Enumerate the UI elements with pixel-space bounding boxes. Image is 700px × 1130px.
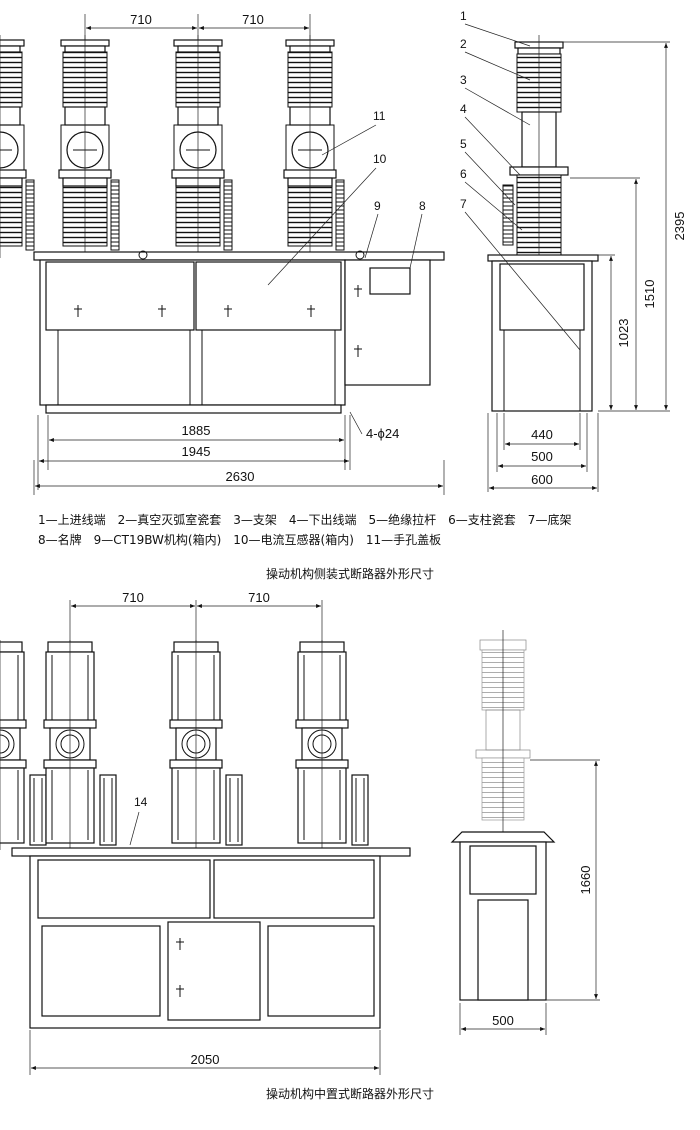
- dim-500-b: 500: [492, 1013, 514, 1028]
- caption-bottom: 操动机构中置式断路器外形尺寸: [266, 1086, 434, 1101]
- dim-2395: 2395: [672, 212, 687, 241]
- dim-440: 440: [531, 427, 553, 442]
- dim-1885: 1885: [182, 423, 211, 438]
- callout-1: 1: [460, 9, 467, 23]
- legend-line-1: 1—上进线端 2—真空灭弧室瓷套 3—支架 4—下出线端 5—绝缘拉杆 6—支柱…: [38, 512, 571, 527]
- callout-4: 4: [460, 102, 467, 116]
- top-front-view: 710 710: [0, 12, 445, 495]
- dim-pitch-right-b: 710: [248, 590, 270, 605]
- callout-6: 6: [460, 167, 467, 181]
- dim-600: 600: [531, 472, 553, 487]
- caption-top: 操动机构侧装式断路器外形尺寸: [266, 566, 434, 581]
- dim-500: 500: [531, 449, 553, 464]
- dim-1023: 1023: [616, 319, 631, 348]
- dim-2050: 2050: [191, 1052, 220, 1067]
- callout-10: 10: [373, 152, 387, 166]
- callout-8: 8: [419, 199, 426, 213]
- dim-1660: 1660: [578, 866, 593, 895]
- callout-9: 9: [374, 199, 381, 213]
- top-side-view: 1 2 3 4 5 6 7 8 9 10 11: [267, 9, 687, 492]
- bottom-front-view: 710 710 14: [0, 590, 411, 1075]
- callout-5: 5: [460, 137, 467, 151]
- callout-2: 2: [460, 37, 467, 51]
- dim-holes: 4-ϕ24: [366, 426, 399, 441]
- legend-line-2: 8—名牌 9—CT19BW机构(箱内) 10—电流互感器(箱内) 11—手孔盖板: [38, 532, 441, 547]
- pole-assembly-center: [0, 640, 47, 850]
- callout-11: 11: [373, 109, 386, 123]
- callout-3: 3: [460, 73, 467, 87]
- dim-pitch-left-b: 710: [122, 590, 144, 605]
- dim-pitch-right: 710: [242, 12, 264, 27]
- callout-7: 7: [460, 197, 467, 211]
- dim-2630: 2630: [226, 469, 255, 484]
- callouts-1-8: 1 2 3 4 5 6 7 8 9 10 11: [267, 9, 581, 351]
- pole-assembly: [0, 35, 35, 258]
- callout-14: 14: [134, 795, 148, 809]
- dim-1510: 1510: [642, 280, 657, 309]
- dim-pitch-left: 710: [130, 12, 152, 27]
- bottom-side-view: 1660 500: [450, 630, 600, 1035]
- dim-1945: 1945: [182, 444, 211, 459]
